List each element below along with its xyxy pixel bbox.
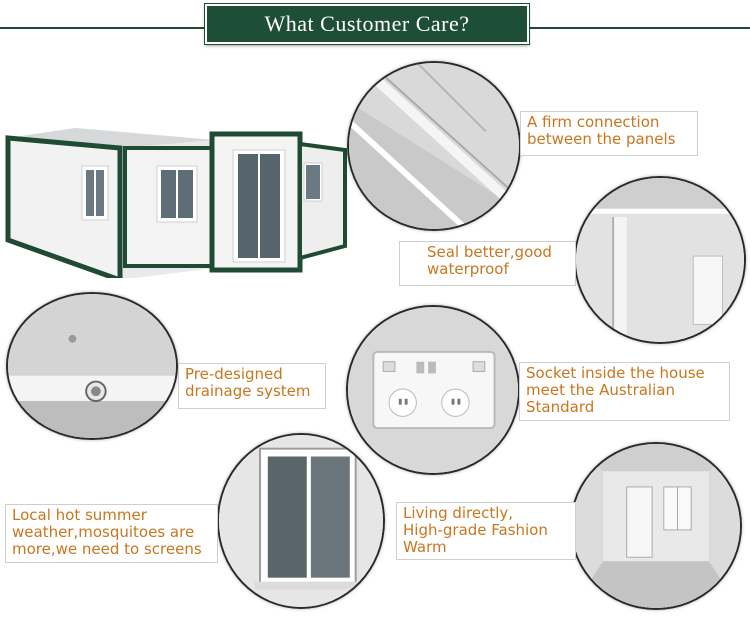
- feature-label-line: weather,mosquitoes are: [12, 523, 195, 541]
- feature-label-line: between the panels: [527, 130, 676, 148]
- feature-label-line: more,we need to screens: [12, 540, 202, 558]
- feature-label-connection: A firm connection between the panels: [520, 111, 698, 156]
- feature-label-line: Pre-designed: [185, 365, 283, 383]
- feature-label-drainage: Pre-designed drainage system: [178, 363, 326, 409]
- feature-label-line: meet the Australian: [526, 381, 675, 399]
- feature-label-line: Local hot summer: [12, 506, 147, 524]
- feature-label-line: Socket inside the house: [526, 364, 705, 382]
- feature-label-living: Living directly, High-grade Fashion Warm: [396, 502, 576, 560]
- interior-photo: [570, 442, 742, 610]
- feature-label-screens: Local hot summer weather,mosquitoes are …: [5, 504, 218, 563]
- window-screen-photo: [217, 433, 385, 609]
- feature-label-line: High-grade Fashion: [403, 521, 548, 539]
- panel-connection-photo: [347, 61, 521, 231]
- feature-label-socket: Socket inside the house meet the Austral…: [519, 362, 730, 421]
- feature-label-line: A firm connection: [527, 113, 660, 131]
- feature-label-line: drainage system: [185, 382, 311, 400]
- feature-label-line: Standard: [526, 398, 595, 416]
- socket-photo: [346, 305, 520, 475]
- container-house-image: [0, 118, 350, 284]
- feature-label-line: Living directly,: [403, 504, 514, 522]
- page-title: What Customer Care?: [264, 11, 470, 36]
- feature-label-seal: Seal better,good waterproof: [399, 241, 576, 286]
- title-banner: What Customer Care?: [204, 3, 530, 45]
- feature-label-line: Seal better,good: [427, 243, 552, 261]
- feature-label-line: waterproof: [427, 260, 509, 278]
- drainage-photo: [6, 292, 178, 440]
- feature-label-line: Warm: [403, 538, 447, 556]
- seal-photo: [574, 176, 746, 344]
